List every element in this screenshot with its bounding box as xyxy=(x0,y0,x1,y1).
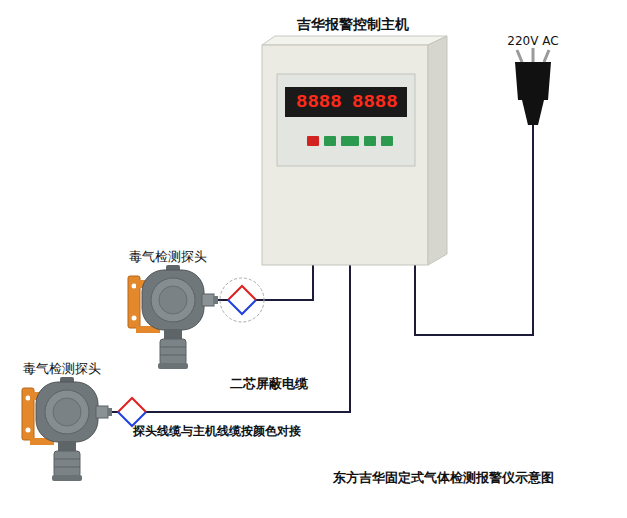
cable-note: 二芯屏蔽电缆 xyxy=(230,376,308,392)
node-heading: 220V AC xyxy=(507,33,558,49)
power-plug xyxy=(515,48,551,125)
gas-probe-node: 毒气检测探头 xyxy=(12,358,112,486)
node-heading: 吉华报警控制主机 xyxy=(297,15,409,33)
signal-cable xyxy=(218,265,313,300)
node-heading: 毒气检测探头 xyxy=(129,248,207,265)
node-heading: 毒气检测探头 xyxy=(23,360,101,377)
junction-symbol xyxy=(118,398,146,426)
signal-cable xyxy=(112,265,350,412)
figure-caption: 东方吉华固定式气体检测报警仪示意图 xyxy=(333,469,554,487)
controller-housing xyxy=(262,36,447,265)
gas-probe xyxy=(22,377,112,481)
controller-unit: 吉华报警控制主机 xyxy=(255,14,450,265)
wiring-note: 探头线缆与主机线缆按颜色对接 xyxy=(133,424,301,439)
display-digits: 8888 xyxy=(352,91,398,113)
junction-symbol xyxy=(220,278,264,322)
power-plug-node: 220V AC xyxy=(490,30,576,125)
gas-probe xyxy=(128,265,218,369)
gas-probe-node: 毒气检测探头 xyxy=(118,246,218,374)
display-digits: 8888 xyxy=(296,91,342,113)
